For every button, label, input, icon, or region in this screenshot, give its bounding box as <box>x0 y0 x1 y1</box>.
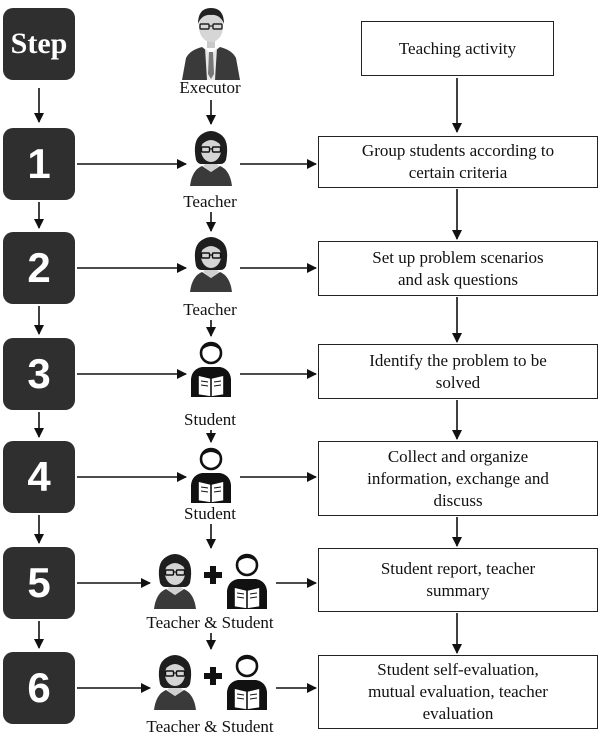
activity-box-5: Student report, teacher summary <box>318 548 598 612</box>
teacher-icon <box>152 652 198 715</box>
activity-header-label: Teaching activity <box>398 38 517 58</box>
activity-text: Student report, teacher summary <box>381 558 535 602</box>
activity-box-1: Group students according to certain crite… <box>318 136 598 188</box>
activity-line: summary <box>426 581 490 600</box>
executor-label: Teacher & Student <box>146 613 274 632</box>
activity-text: Group students according to certain crite… <box>362 140 554 184</box>
executor-icon <box>178 2 244 85</box>
executor-label: Student <box>184 410 236 429</box>
activity-line: Student self-evaluation, <box>377 660 539 679</box>
executor-label: Teacher & Student <box>146 717 274 736</box>
activity-text: Student self-evaluation, mutual evaluatio… <box>368 659 548 725</box>
executor-label: Teacher <box>183 192 237 211</box>
activity-box-6: Student self-evaluation, mutual evaluatio… <box>318 655 598 729</box>
executor-header-label: Executor <box>179 78 241 97</box>
step-box-1: 1 <box>3 128 75 200</box>
activity-line: information, exchange and <box>367 468 549 488</box>
activity-header-box: Teaching activity <box>361 21 554 76</box>
student-reading-icon <box>188 339 234 402</box>
teacher-icon <box>188 128 234 191</box>
step-header-box: Step <box>3 8 75 80</box>
step-number: 1 <box>27 140 51 187</box>
step-box-5: 5 <box>3 547 75 619</box>
step-box-2: 2 <box>3 232 75 304</box>
activity-line: Student report, teacher <box>380 559 536 578</box>
step-number: 4 <box>27 453 51 500</box>
step-number: 2 <box>27 244 51 291</box>
student-reading-icon <box>224 551 270 614</box>
step-box-6: 6 <box>3 652 75 724</box>
activity-line: certain criteria <box>408 163 508 182</box>
step-box-4: 4 <box>3 441 75 513</box>
step-number: 3 <box>27 350 51 397</box>
activity-line: Collect and organize <box>387 446 529 466</box>
step-number: 5 <box>27 559 51 606</box>
plus-icon <box>203 565 223 590</box>
activity-line: Identify the problem to be <box>369 350 547 370</box>
activity-line: mutual evaluation, teacher <box>368 682 548 701</box>
executor-label: Student <box>184 504 236 523</box>
student-reading-icon <box>224 652 270 715</box>
activity-line: Set up problem scenarios <box>372 247 544 267</box>
activity-line: Group students according to <box>361 141 555 160</box>
teacher-icon <box>152 551 198 614</box>
activity-line: evaluation <box>422 704 494 723</box>
activity-line: solved <box>435 372 481 392</box>
activity-line: discuss <box>433 490 483 510</box>
plus-icon <box>203 666 223 691</box>
step-header-label: Step <box>10 27 68 60</box>
student-reading-icon <box>188 445 234 508</box>
executor-label: Teacher <box>183 300 237 319</box>
teacher-icon <box>188 234 234 297</box>
activity-line: and ask questions <box>398 269 518 289</box>
step-box-3: 3 <box>3 338 75 410</box>
step-number: 6 <box>27 664 51 711</box>
